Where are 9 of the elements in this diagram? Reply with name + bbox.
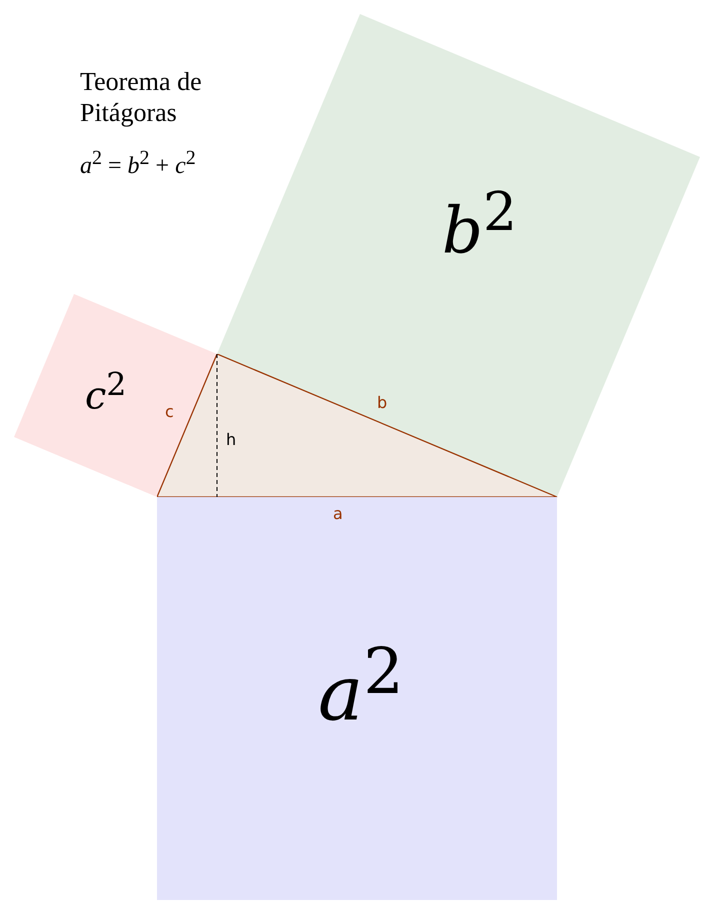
side-label: b bbox=[377, 395, 388, 411]
side-label: c bbox=[165, 404, 174, 420]
area-label: b$^{2}$ bbox=[442, 185, 517, 264]
height-label: h bbox=[226, 432, 236, 448]
side-label: a bbox=[333, 506, 343, 522]
area-label: a$^{2}$ bbox=[318, 640, 404, 732]
title: Teorema de Pitágoras bbox=[80, 66, 203, 128]
area-label: c$^{2}$ bbox=[85, 370, 126, 415]
formula: a$^{2}$ = b$^{2}$ + c$^{2}$ bbox=[80, 148, 196, 178]
